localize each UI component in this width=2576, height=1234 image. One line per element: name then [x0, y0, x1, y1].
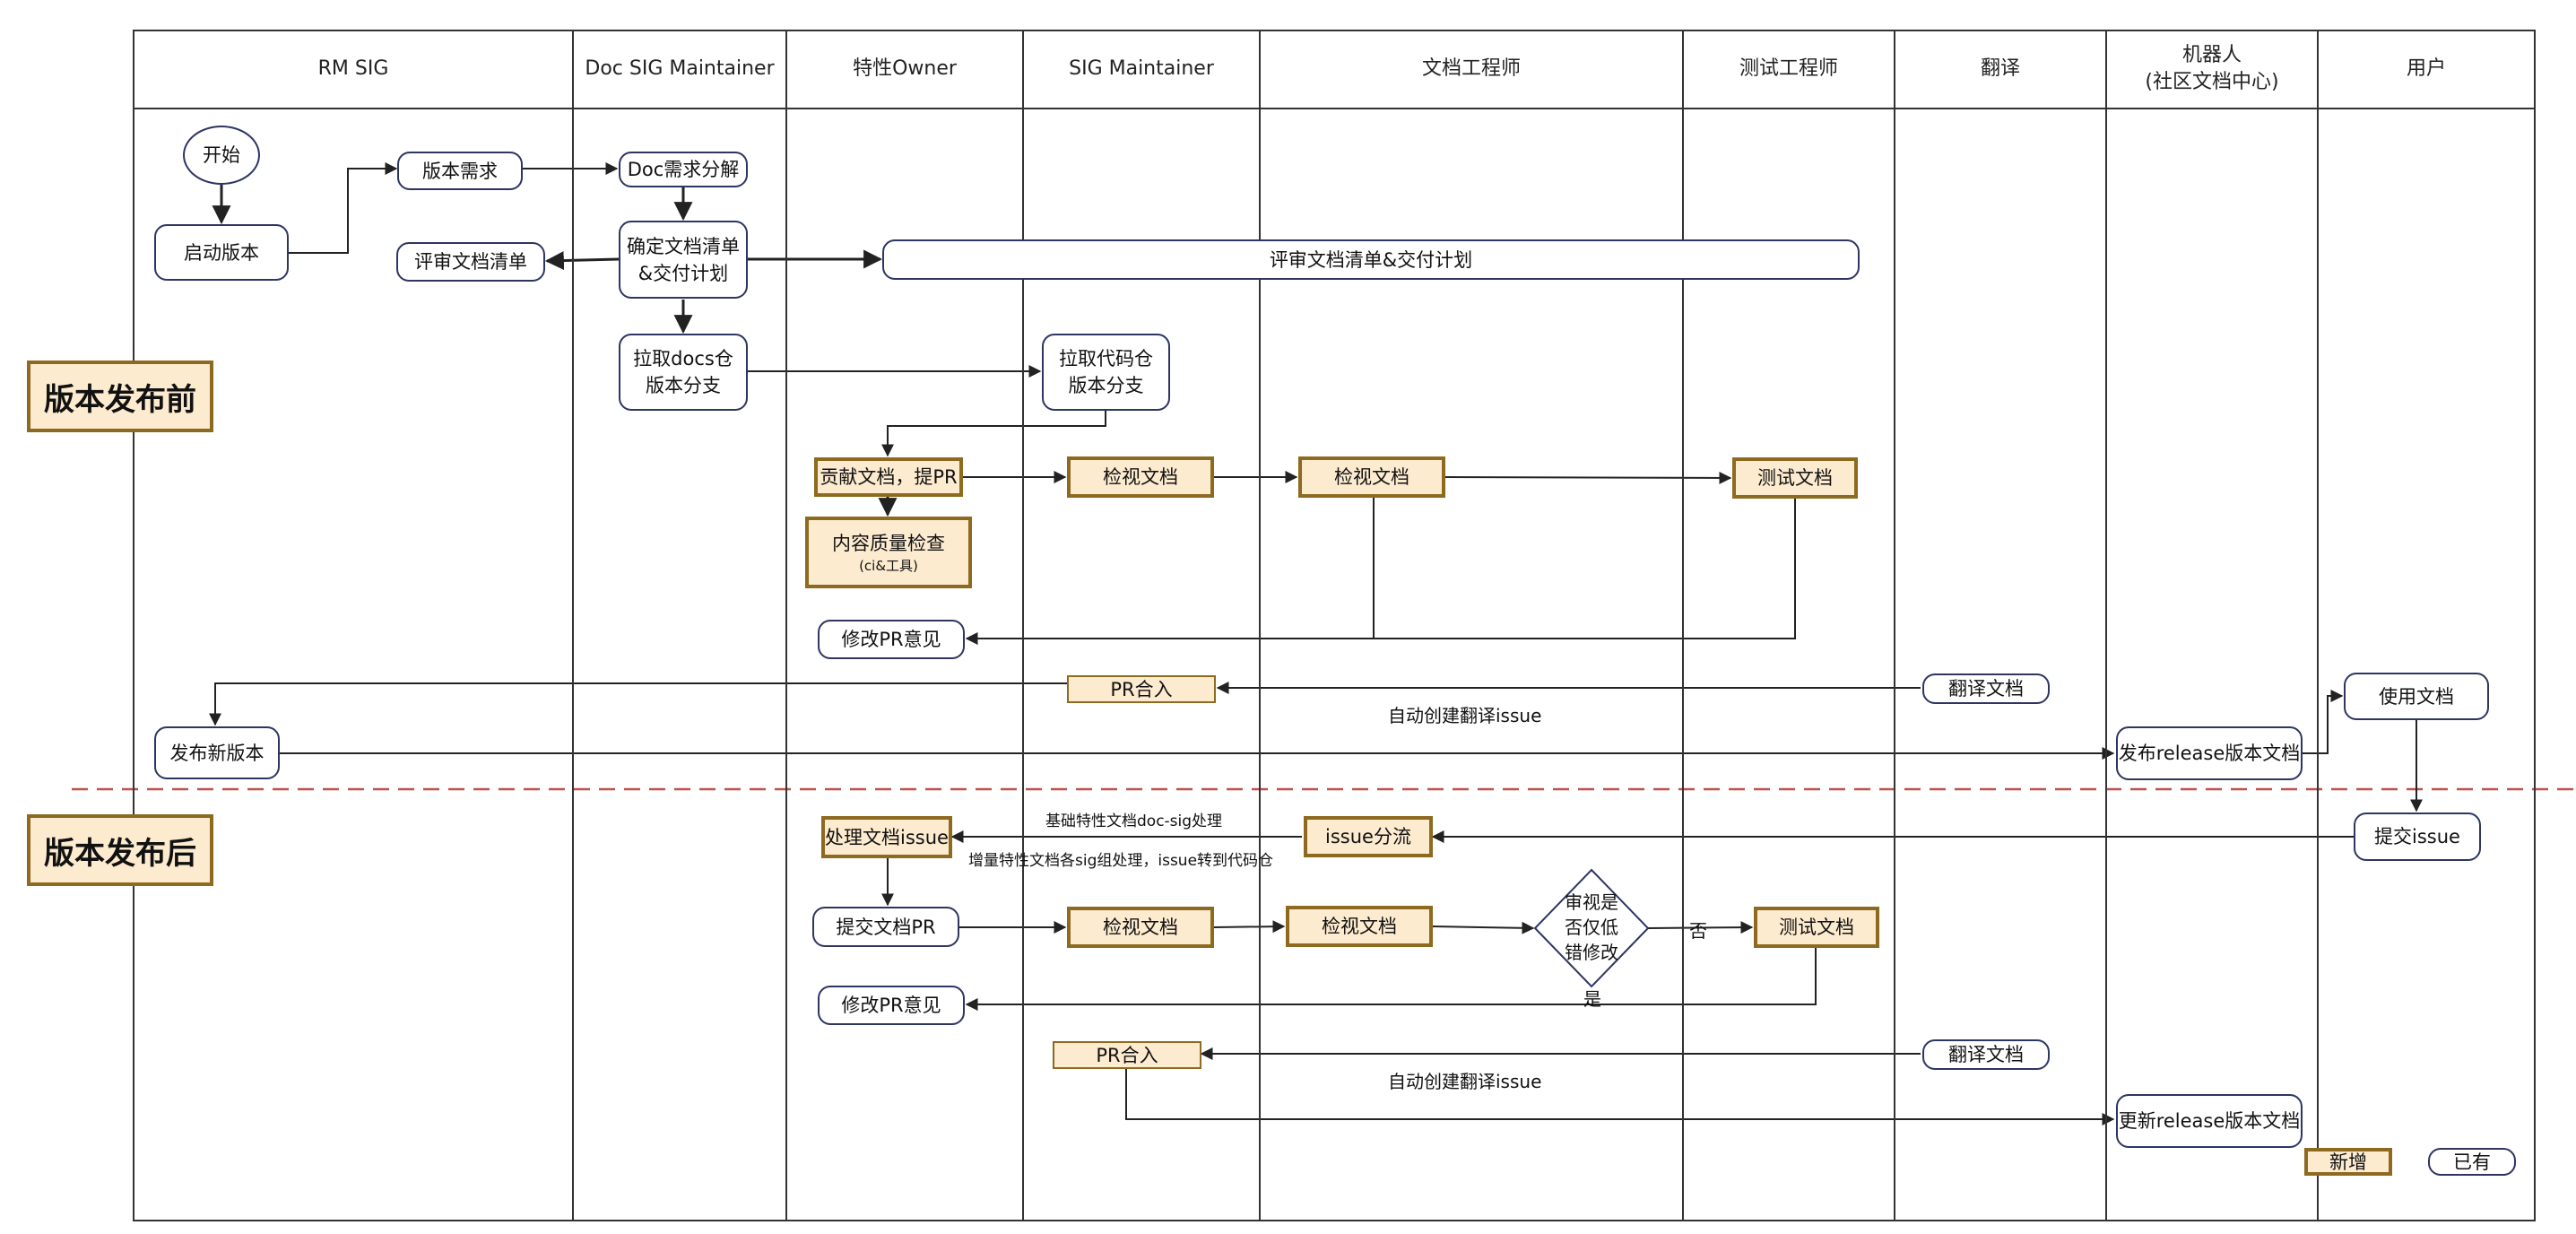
- decision-diamond-shape: [1533, 868, 1650, 988]
- node-launch-version: 启动版本: [154, 224, 289, 281]
- lane-header-doc-sig-maintainer: Doc SIG Maintainer: [585, 57, 775, 80]
- node-contribute-pr: 贡献文档，提PR: [814, 457, 963, 497]
- label-basic-feature-docs: 基础特性文档doc-sig处理: [1045, 813, 1223, 830]
- frame-top: [133, 30, 2536, 31]
- edge-launch-requirement: [289, 162, 398, 254]
- node-review-doc-sig-2: 检视文档: [1067, 907, 1214, 948]
- node-decision: 审视是否仅低错修改: [1565, 891, 1618, 963]
- phase-before-release: 版本发布前: [27, 361, 213, 432]
- edge-revieweng-test: [1444, 471, 1732, 484]
- node-modify-pr-2: 修改PR意见: [818, 986, 965, 1025]
- lane-header-user: 用户: [2406, 57, 2446, 80]
- lane-header-test-engineer: 测试工程师: [1739, 57, 1838, 80]
- lane-divider-5: [1682, 30, 1684, 1221]
- node-quality-check: 内容质量检查(ci&工具): [805, 517, 972, 588]
- node-pr-merge-1: PR合入: [1067, 675, 1216, 703]
- lane-header-feature-owner: 特性Owner: [853, 57, 957, 80]
- lane-divider-6: [1894, 30, 1895, 1221]
- node-confirm-doc-list: 确定文档清单&交付计划: [619, 221, 748, 299]
- lane-divider-8: [2317, 30, 2319, 1221]
- edge-confirm-reviewlist: [544, 251, 620, 271]
- lane-divider-4: [1259, 30, 1261, 1221]
- node-publish-new-version: 发布新版本: [154, 726, 280, 779]
- node-translate-doc-2: 翻译文档: [1922, 1039, 2050, 1070]
- node-review-doc-sig: 检视文档: [1067, 456, 1214, 498]
- lane-header-doc-engineer: 文档工程师: [1421, 57, 1521, 80]
- node-version-requirement: 版本需求: [397, 152, 523, 190]
- node-start: 开始: [183, 126, 260, 185]
- edge-revieweng2-decision: [1432, 921, 1535, 934]
- lane-divider-2: [785, 30, 787, 1221]
- frame-header-bottom: [133, 108, 2536, 109]
- label-decision-yes: 是: [1583, 988, 1601, 1010]
- node-update-release-doc: 更新release版本文档: [2116, 1094, 2303, 1148]
- node-pr-merge-2: PR合入: [1053, 1041, 1201, 1069]
- label-incremental-feature-docs: 增量特性文档各sig组处理，issue转到代码仓: [968, 852, 1274, 870]
- edge-decision-test2: [1647, 921, 1754, 934]
- label-auto-translate-issue-2: 自动创建翻译issue: [1388, 1071, 1542, 1092]
- edge-merge-publish: [209, 682, 1067, 726]
- label-decision-no: 否: [1689, 920, 1707, 942]
- lane-header-rm-sig: RM SIG: [317, 57, 389, 80]
- edge-test-modify1: [965, 498, 1796, 645]
- edge-test2-modify2: [965, 948, 1817, 1011]
- node-review-doc-engineer: 检视文档: [1298, 456, 1445, 498]
- legend-existing: 已有: [2428, 1148, 2516, 1176]
- lane-header-translator: 翻译: [1980, 57, 2020, 80]
- node-submit-doc-pr: 提交文档PR: [812, 907, 959, 947]
- node-submit-issue: 提交issue: [2354, 813, 2481, 861]
- frame-bottom: [133, 1220, 2536, 1221]
- lane-divider-3: [1022, 30, 1024, 1221]
- node-review-doc-list: 评审文档清单: [396, 242, 545, 282]
- edge-release-use: [2303, 690, 2344, 754]
- label-auto-translate-issue-1: 自动创建翻译issue: [1388, 705, 1542, 726]
- lane-divider-1: [572, 30, 574, 1221]
- phase-after-release: 版本发布后: [27, 814, 213, 886]
- lane-divider-7: [2105, 30, 2107, 1221]
- node-issue-triage: issue分流: [1304, 816, 1433, 857]
- node-modify-pr-1: 修改PR意见: [818, 620, 965, 659]
- node-test-doc-2: 测试文档: [1754, 907, 1879, 948]
- node-pull-docs-branch: 拉取docs仓版本分支: [619, 334, 748, 411]
- edge-pullcode-contribute: [881, 411, 1106, 457]
- node-publish-release-doc: 发布release版本文档: [2116, 726, 2303, 780]
- legend-new: 新增: [2304, 1148, 2392, 1176]
- lane-header-robot: 机器人(社区文档中心): [2145, 44, 2279, 93]
- node-pull-code-branch: 拉取代码仓版本分支: [1042, 334, 1170, 411]
- node-translate-doc-1: 翻译文档: [1922, 673, 2050, 704]
- node-test-doc: 测试文档: [1732, 457, 1858, 499]
- node-review-doc-engineer-2: 检视文档: [1286, 906, 1433, 947]
- node-handle-doc-issue: 处理文档issue: [821, 816, 952, 858]
- edge-merge2-update: [1125, 1067, 2115, 1125]
- node-doc-requirement-breakdown: Doc需求分解: [619, 152, 748, 187]
- edge-reviewsig2-revieweng2: [1213, 920, 1286, 934]
- frame-right: [2534, 30, 2536, 1221]
- node-review-list-and-plan: 评审文档清单&交付计划: [882, 239, 1860, 280]
- node-use-doc: 使用文档: [2344, 673, 2489, 720]
- frame-left: [133, 30, 134, 1221]
- lane-header-sig-maintainer: SIG Maintainer: [1069, 57, 1214, 80]
